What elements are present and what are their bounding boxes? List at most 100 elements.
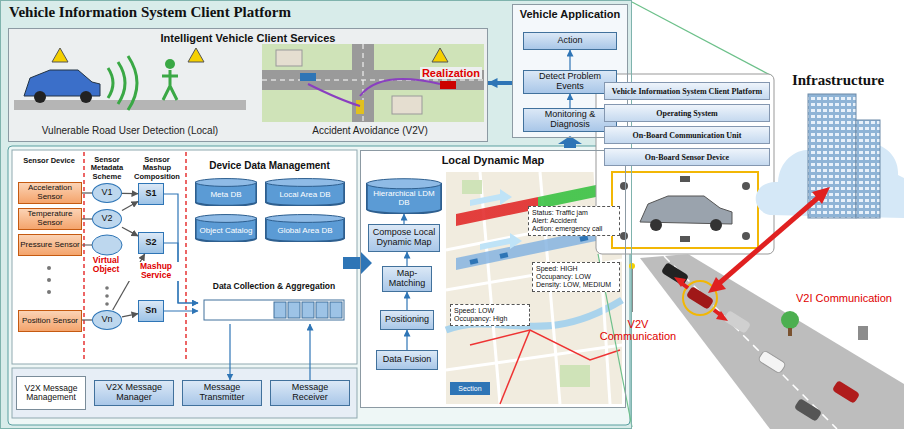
platform-stack: [596, 74, 774, 254]
ellipsis-dots: [47, 278, 51, 282]
connector: [122, 193, 138, 195]
map-callout: Speed: LOWOccupancy: High: [450, 304, 530, 326]
communication-arrow: [716, 311, 728, 321]
connector: [569, 50, 570, 70]
node-text: Positioning: [385, 315, 429, 325]
node-text: S1: [145, 189, 156, 199]
map-illustration: [446, 300, 622, 330]
vehicle: [832, 380, 860, 404]
map-illustration: [500, 330, 530, 404]
road: [629, 263, 635, 269]
sensor-box: Temperature Sensor: [18, 208, 82, 230]
platform-stack: [710, 219, 722, 231]
virtual-object-shape: [82, 245, 92, 246]
infrastructure-label: Infrastructure: [776, 72, 900, 89]
node-text: Meta DB: [210, 191, 241, 200]
node-text: Status: Traffic jam: [532, 209, 588, 217]
connector: [406, 330, 407, 350]
node-text: Vehicle Information System Client Platfo…: [9, 4, 291, 21]
database: Global Area DB: [265, 214, 345, 242]
node-text: Monitoring & Diagnosis: [526, 110, 614, 130]
map-callout: Speed: HIGHOccupancy: LOWDensity: LOW, M…: [532, 262, 620, 292]
map-illustration: [579, 235, 588, 242]
communication-arrow: [674, 277, 686, 287]
caption-text: Accident Avoidance (V2V): [256, 125, 484, 136]
database: Local Area DB: [265, 178, 345, 206]
cylinder-shape: [196, 215, 257, 223]
vehicle: [661, 262, 860, 422]
connector: [122, 314, 138, 317]
map-illustration: [480, 233, 522, 250]
divider-line: [84, 152, 186, 362]
node-text: Object Catalog: [200, 227, 253, 236]
v2v-illustration: [262, 44, 484, 122]
platform-stack: [596, 74, 774, 254]
ldm-panel: Local Dynamic MapHierarchical LDM DBComp…: [360, 150, 626, 408]
node-text: Sn: [145, 306, 157, 316]
map-illustration: [470, 189, 512, 206]
vehicle: [723, 310, 751, 334]
communication-arrow: [708, 277, 726, 293]
caption-text: Vulnerable Road User Detection (Local): [12, 125, 248, 136]
communication-arrow: [812, 187, 830, 204]
node-text: Intelligent Vehicle Client Services: [161, 32, 336, 44]
vru-illustration: [118, 62, 125, 104]
platform-stack: [612, 172, 758, 248]
v2v-illustration: [262, 44, 484, 122]
message-box: V2X Message Manager: [94, 380, 174, 406]
connector: [406, 292, 407, 310]
section-tag: Section: [450, 382, 490, 395]
infrastructure-building: [756, 94, 904, 218]
platform-stack: [742, 182, 750, 190]
process-box: Detect Problem Events: [523, 70, 617, 94]
queue-buffer: [274, 302, 286, 318]
node-text: Occupancy: LOW: [536, 273, 591, 281]
node-text: Compose Local Dynamic Map: [371, 228, 437, 248]
map-illustration: [446, 172, 622, 404]
node-text: Alert: Accident: [532, 217, 577, 225]
node-text: Detect Problem Events: [526, 72, 614, 92]
edge-label: Realization: [420, 67, 482, 79]
node-text: Data Collection & Aggregation: [213, 282, 335, 291]
map-illustration: [499, 252, 508, 259]
ellipsis-dots: [105, 294, 109, 298]
role-label: Virtual Object: [86, 256, 126, 275]
vru-illustration: [128, 56, 137, 110]
flow-arrow: [343, 251, 372, 275]
node-text: Action: [557, 36, 582, 46]
queue-buffer: [204, 300, 344, 320]
node-text: Density: LOW, MEDIUM: [536, 281, 611, 289]
sensor-box: Acceleration Sensor: [18, 182, 82, 204]
platform-stack: [650, 219, 662, 231]
vehicle: [661, 262, 689, 286]
vehicle: [794, 398, 822, 422]
node-text: Data Fusion: [383, 355, 432, 365]
v2v-illustration: [276, 50, 302, 66]
node-text: Vehicle Application: [520, 8, 620, 20]
connector: [122, 227, 138, 236]
connector: [122, 201, 138, 210]
v2v-illustration: [356, 100, 364, 114]
node-text: Pressure Sensor: [20, 241, 80, 250]
connector: [488, 81, 512, 85]
node-text: Message Transmitter: [185, 383, 259, 403]
sensor-box: Position Sensor: [18, 310, 82, 332]
sensor-box: Pressure Sensor: [18, 234, 82, 256]
connector: [229, 324, 230, 380]
road: [788, 328, 792, 336]
virtual-object-shape: [92, 235, 122, 255]
queue-buffer: [330, 302, 342, 318]
v2v-illustration: [440, 81, 456, 89]
node-text: Vehicle Information System Client Platfo…: [612, 87, 762, 96]
application-panel: Vehicle ApplicationActionDetect Problem …: [512, 4, 628, 138]
connector: [164, 310, 198, 311]
virtual-object-shape: [82, 235, 122, 255]
layer-box: On-Board Communication Unit: [604, 126, 770, 144]
node-text: V1: [101, 188, 112, 198]
node-text: Vn: [101, 315, 112, 325]
v2v-illustration: [262, 44, 484, 122]
process-box: Data Fusion: [376, 350, 438, 370]
vru-illustration: [188, 48, 204, 62]
mashup-box: S1: [138, 183, 164, 205]
